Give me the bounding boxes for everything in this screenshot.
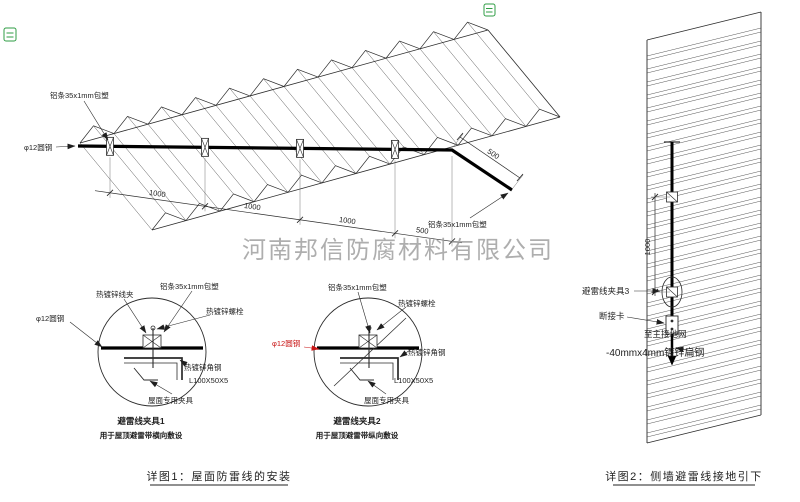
wall-detail-linework xyxy=(626,11,762,444)
roof-round-steel-label: φ12圆钢 xyxy=(24,142,52,152)
clamp1-label-roof-clamp: 屋面专用夹具 xyxy=(148,395,193,405)
roof-strip-label-top: 铝条35x1mm包塑 xyxy=(50,90,109,100)
clamp2-title: 避雷线夹具2 xyxy=(333,416,381,426)
clamp-detail-2-linework xyxy=(303,291,423,407)
green-stamp-topleft-icon xyxy=(3,27,17,42)
roof-dim-1000-1: 1000 xyxy=(148,188,166,199)
clamp1-subtitle: 用于屋顶避雷带横向敷设 xyxy=(100,430,183,440)
wall-label-flat-steel: -40mmx4mm镀锌扁钢 xyxy=(606,346,704,359)
clamp2-label-angle-spec: L100X50X5 xyxy=(394,376,433,385)
clamp2-label-strip: 铝条35x1mm包塑 xyxy=(328,282,387,292)
green-stamp-top-icon xyxy=(483,3,496,17)
clamp1-title: 避雷线夹具1 xyxy=(117,416,165,426)
roof-strip-label-right: 铝条35x1mm包塑 xyxy=(428,219,487,229)
clamp1-label-strip: 铝条35x1mm包塑 xyxy=(160,281,219,291)
clamp1-label-angle: 热镀锌角钢 xyxy=(184,362,222,372)
clamp-detail-1-linework xyxy=(69,290,211,407)
wall-label-clamp3: 避雷线夹具3 xyxy=(582,286,630,296)
roof-dim-500: 500 xyxy=(416,225,430,236)
clamp1-label-bolt: 热镀锌螺栓 xyxy=(206,306,244,316)
wall-label-disconnect: 断接卡 xyxy=(599,311,625,321)
watermark: 河南邦信防腐材料有限公司 xyxy=(242,236,554,264)
clamp1-label-angle-spec: L100X50X5 xyxy=(189,376,228,385)
clamp2-label-angle: 热镀锌角钢 xyxy=(408,347,446,357)
roof-dim-1000-3: 1000 xyxy=(338,215,356,226)
roof-dim-side-500: 500 xyxy=(486,147,501,161)
roof-isometric-linework xyxy=(55,21,561,247)
caption-detail2: 详图2：侧墙避雷线接地引下 xyxy=(605,469,763,483)
clamp2-label-roof-clamp: 屋面专用夹具 xyxy=(364,395,409,405)
clamp1-label-wire-clip: 热镀锌线夹 xyxy=(96,289,134,299)
clamp2-label-bolt: 热镀锌螺栓 xyxy=(398,298,436,308)
clamp2-label-round-steel: φ12圆钢 xyxy=(272,338,300,348)
caption-detail1: 详图1：屋面防雷线的安装 xyxy=(146,469,291,483)
wall-dim-1000: 1000 xyxy=(643,239,652,256)
roof-dim-1000-2: 1000 xyxy=(243,201,261,212)
clamp2-subtitle: 用于屋顶避雷带纵向敷设 xyxy=(316,430,399,440)
wall-label-to-ground: 至主接地网 xyxy=(644,329,687,339)
clamp1-label-round-steel: φ12圆钢 xyxy=(36,313,64,323)
